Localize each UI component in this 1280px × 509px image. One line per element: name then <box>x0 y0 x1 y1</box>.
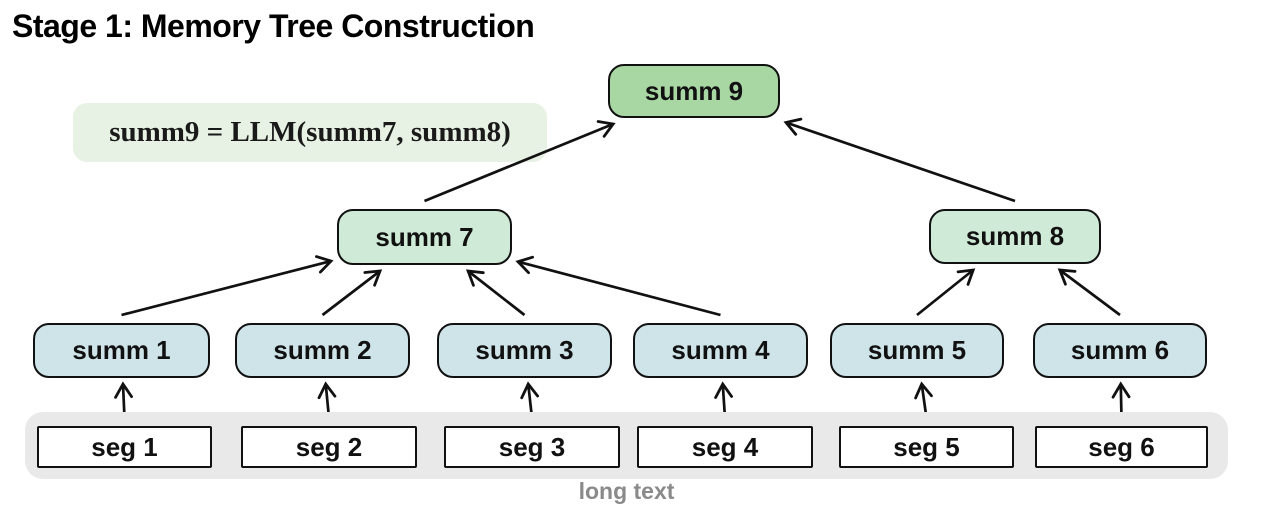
arrow-summ6-to-summ8 <box>1057 268 1121 317</box>
formula-callout: summ9 = LLM(summ7, summ8) <box>73 103 547 162</box>
node-summ1: summ 1 <box>33 323 210 378</box>
node-summ5: summ 5 <box>830 323 1004 378</box>
long-text-band <box>25 412 1228 479</box>
arrow-summ2-to-summ7 <box>321 269 383 317</box>
arrow-summ4-to-summ7 <box>515 255 721 317</box>
diagram-title: Stage 1: Memory Tree Construction <box>12 8 535 44</box>
segment-seg2: seg 2 <box>241 426 417 468</box>
arrow-summ5-to-summ8 <box>916 268 976 317</box>
node-summ8: summ 8 <box>929 209 1101 264</box>
node-summ4: summ 4 <box>633 323 808 378</box>
node-summ9: summ 9 <box>608 64 780 118</box>
arrow-summ8-to-summ9 <box>783 117 1016 203</box>
segment-seg5: seg 5 <box>839 426 1014 468</box>
segment-seg1: seg 1 <box>37 426 212 468</box>
segment-seg6: seg 6 <box>1035 426 1208 468</box>
node-summ6: summ 6 <box>1033 323 1207 378</box>
node-summ2: summ 2 <box>235 323 410 378</box>
node-summ7: summ 7 <box>337 209 512 265</box>
segment-seg3: seg 3 <box>444 426 620 468</box>
arrow-summ3-to-summ7 <box>465 269 526 317</box>
segment-seg4: seg 4 <box>637 426 813 468</box>
long-text-label: long text <box>578 478 675 504</box>
node-summ3: summ 3 <box>437 323 612 378</box>
arrow-summ1-to-summ7 <box>121 255 334 317</box>
